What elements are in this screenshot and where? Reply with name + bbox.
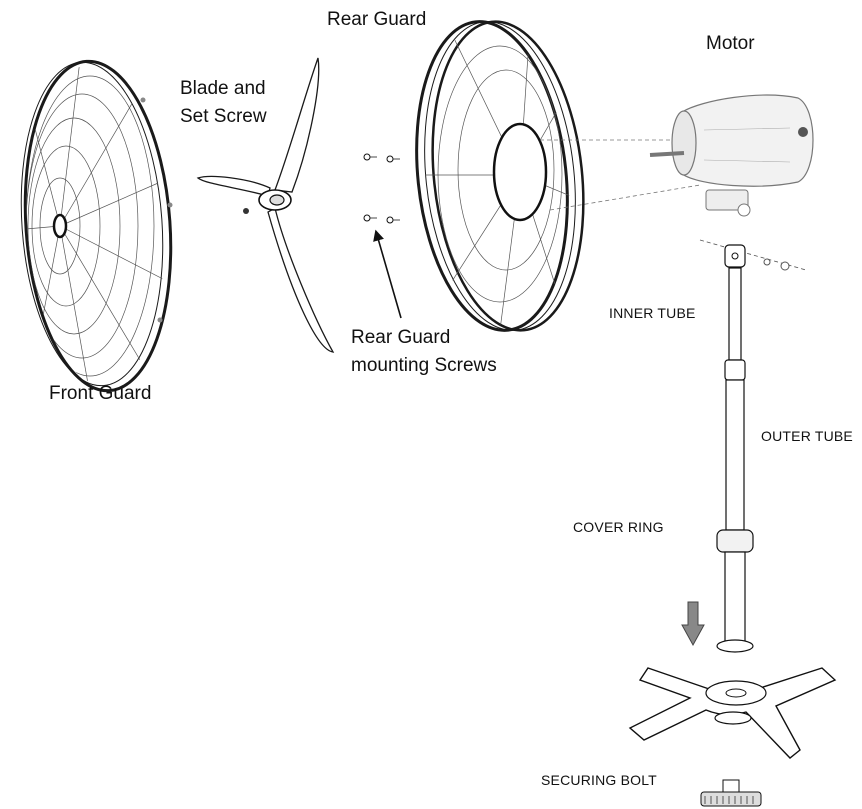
label-motor: Motor [706, 33, 755, 54]
label-inner-tube: INNER TUBE [609, 305, 696, 321]
front-guard [16, 59, 173, 393]
label-front-guard: Front Guard [49, 383, 152, 404]
rear-guard [415, 20, 585, 332]
motor [649, 94, 814, 217]
label-blade-line1: Blade and [180, 78, 266, 99]
stand [628, 239, 837, 807]
label-rear-screws-line2: mounting Screws [351, 355, 497, 376]
rear-screws-pointer-arrow [373, 229, 402, 319]
label-cover-ring: COVER RING [573, 519, 664, 535]
label-blade-line2: Set Screw [180, 106, 267, 127]
alignment-dash-line [549, 184, 701, 211]
fan-blade [196, 57, 335, 353]
label-rear-screws-line1: Rear Guard [351, 327, 451, 348]
label-securing-bolt: SECURING BOLT [541, 772, 657, 788]
rear-guard-mounting-screws [363, 153, 400, 224]
label-rear-guard: Rear Guard [327, 9, 427, 30]
label-outer-tube: OUTER TUBE [761, 428, 853, 444]
down-arrow-icon [681, 601, 705, 647]
